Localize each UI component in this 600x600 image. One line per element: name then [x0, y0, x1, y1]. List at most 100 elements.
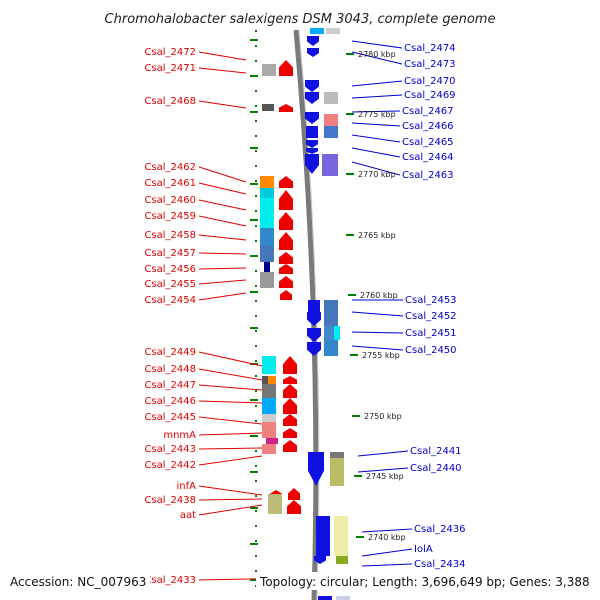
forward-gene-arrow — [279, 276, 293, 288]
ruler-tick-label: 2775 kbp — [358, 110, 396, 119]
gene-label-reverse[interactable]: Csal_2451 — [405, 328, 457, 339]
gene-label-forward[interactable]: Csal_2433 — [144, 575, 196, 586]
gene-label-reverse[interactable]: Csal_2473 — [404, 59, 456, 70]
gene-block — [334, 516, 348, 556]
forward-gene-arrow — [279, 232, 293, 250]
gene-label-reverse[interactable]: Csal_2469 — [404, 90, 456, 101]
gene-label-reverse[interactable]: Csal_2453 — [405, 295, 457, 306]
gene-label-forward[interactable]: infA — [177, 481, 197, 492]
gene-label-forward[interactable]: Csal_2449 — [144, 347, 196, 358]
gene-block — [260, 272, 274, 288]
gene-label-forward[interactable]: Csal_2456 — [144, 264, 196, 275]
gene-block — [268, 376, 276, 384]
gene-block — [330, 452, 344, 486]
gene-label-forward[interactable]: Csal_2471 — [144, 63, 196, 74]
gene-label-reverse[interactable]: Csal_2436 — [414, 524, 466, 535]
gene-block — [262, 414, 276, 422]
forward-gene-arrow — [283, 376, 297, 384]
gene-label-forward[interactable]: Csal_2442 — [144, 460, 196, 471]
forward-gene-labels: Csal_2472Csal_2471Csal_2468Csal_2462Csal… — [144, 47, 196, 586]
gene-label-forward[interactable]: mnmA — [163, 430, 196, 441]
gene-label-reverse[interactable]: Csal_2470 — [404, 76, 456, 87]
gene-label-forward[interactable]: Csal_2461 — [144, 178, 196, 189]
label-leader-lines — [198, 40, 413, 581]
forward-gene-arrow — [279, 252, 293, 264]
accession-text: Accession: NC_007963 — [10, 575, 146, 589]
gene-block — [262, 422, 276, 438]
ruler-tick-label: 2760 kbp — [360, 291, 398, 300]
gene-label-forward[interactable]: Csal_2458 — [144, 230, 196, 241]
forward-gene-arrow — [288, 488, 300, 500]
reverse-gene-arrow — [305, 92, 319, 104]
gene-block — [262, 64, 276, 76]
gene-block — [306, 126, 318, 138]
ruler-tick-label: 2755 kbp — [362, 351, 400, 360]
forward-gene-arrow — [279, 104, 293, 112]
forward-gene-arrow — [279, 264, 293, 274]
gene-block — [264, 262, 270, 272]
gene-label-reverse[interactable]: Csal_2474 — [404, 43, 456, 54]
gene-label-forward[interactable]: Csal_2447 — [144, 380, 196, 391]
reverse-gene-arrow — [307, 328, 321, 342]
gene-block — [322, 154, 338, 176]
gene-label-reverse[interactable]: Csal_2450 — [405, 345, 457, 356]
reverse-gene-arrow — [307, 312, 321, 326]
forward-gene-arrow — [283, 398, 297, 414]
gene-block — [260, 228, 274, 246]
gene-label-reverse[interactable]: Csal_2434 — [414, 559, 466, 570]
forward-gene-arrow — [283, 384, 297, 398]
forward-gene-arrow — [283, 428, 297, 438]
ruler-tick-label: 2770 kbp — [358, 170, 396, 179]
reverse-gene-arrow — [306, 140, 318, 148]
gene-label-forward[interactable]: Csal_2446 — [144, 396, 196, 407]
gene-block — [330, 452, 344, 458]
gene-label-forward[interactable]: Csal_2460 — [144, 195, 196, 206]
forward-gene-arrow — [283, 440, 297, 452]
forward-gene-arrow — [280, 290, 292, 300]
gene-label-forward[interactable]: Csal_2454 — [144, 295, 196, 306]
gene-label-forward[interactable]: Csal_2443 — [144, 444, 196, 455]
topology-text: Topology: circular; Length: 3,696,649 bp… — [259, 575, 590, 589]
gene-label-reverse[interactable]: Csal_2464 — [402, 152, 454, 163]
gene-label-forward[interactable]: Csal_2438 — [144, 495, 196, 506]
gene-label-reverse[interactable]: IolA — [414, 544, 433, 555]
gene-label-reverse[interactable]: Csal_2441 — [410, 446, 462, 457]
ruler-tick-label: 2780 kbp — [358, 50, 396, 59]
gene-label-forward[interactable]: Csal_2457 — [144, 248, 196, 259]
gene-label-reverse[interactable]: Csal_2466 — [402, 121, 454, 132]
reverse-gene-labels: Csal_2474Csal_2473Csal_2470Csal_2469Csal… — [402, 43, 466, 570]
gene-block — [268, 494, 282, 514]
gene-label-reverse[interactable]: Csal_2452 — [405, 311, 457, 322]
gene-label-forward[interactable]: Csal_2472 — [144, 47, 196, 58]
gene-block — [310, 28, 324, 34]
reverse-gene-arrow — [308, 452, 324, 486]
gene-features — [260, 28, 350, 600]
forward-gene-arrow — [279, 60, 293, 76]
gene-label-forward[interactable]: aat — [180, 510, 196, 521]
gene-block — [262, 356, 276, 374]
gene-label-forward[interactable]: Csal_2468 — [144, 96, 196, 107]
gene-label-reverse[interactable]: Csal_2440 — [410, 463, 462, 474]
gene-label-forward[interactable]: Csal_2448 — [144, 364, 196, 375]
gene-block — [324, 114, 338, 126]
gene-block — [316, 516, 330, 556]
reverse-gene-arrow — [306, 148, 318, 154]
gene-label-reverse[interactable]: Csal_2465 — [402, 137, 454, 148]
forward-gene-arrow — [279, 176, 293, 188]
reverse-gene-arrow — [307, 48, 319, 57]
gene-block — [318, 596, 332, 600]
gene-block — [336, 596, 350, 600]
gene-label-reverse[interactable]: Csal_2463 — [402, 170, 454, 181]
ruler-tick-label: 2745 kbp — [366, 472, 404, 481]
gene-label-forward[interactable]: Csal_2462 — [144, 162, 196, 173]
reverse-gene-arrow — [307, 342, 321, 356]
gene-label-forward[interactable]: Csal_2459 — [144, 211, 196, 222]
gene-block — [260, 198, 274, 228]
gene-block — [336, 556, 348, 564]
gene-label-forward[interactable]: Csal_2445 — [144, 412, 196, 423]
gene-label-reverse[interactable]: Csal_2467 — [402, 106, 454, 117]
reverse-gene-arrow — [314, 556, 326, 564]
gene-block — [324, 340, 338, 356]
gene-label-forward[interactable]: Csal_2455 — [144, 279, 196, 290]
map-title: Chromohalobacter salexigens DSM 3043, co… — [105, 12, 496, 27]
